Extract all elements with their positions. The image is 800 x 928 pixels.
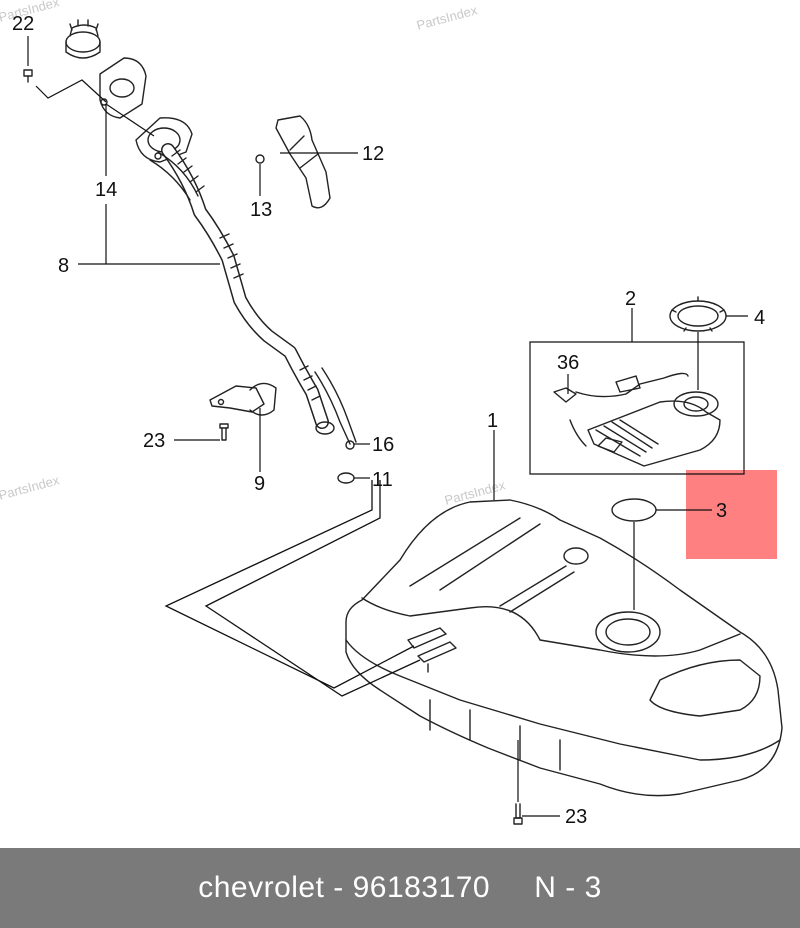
brand-name: chevrolet: [198, 871, 325, 904]
bolt-22: [23, 69, 33, 83]
clip-16: [345, 440, 355, 450]
callout-12: 12: [362, 143, 384, 165]
callout-23: 23: [565, 806, 587, 828]
callout-16: 16: [372, 434, 394, 456]
gasket: [611, 498, 657, 522]
callout-36: 36: [557, 352, 579, 374]
hose-bracket-9: [209, 382, 277, 416]
filler-hose: [161, 143, 329, 429]
filler-flange: [99, 57, 147, 119]
callout-3: 3: [716, 500, 727, 522]
watermark: PartsIndex: [443, 477, 507, 508]
highlight-box: [686, 470, 777, 559]
nut-13: [255, 154, 265, 164]
caption-separator: -: [324, 871, 353, 904]
lock-ring: [669, 296, 727, 332]
breather-hose: [149, 151, 357, 445]
callout-14: 14: [95, 179, 117, 201]
part-caption-bar: chevrolet - 96183170 N - 3: [0, 848, 800, 928]
callout-23: 23: [143, 430, 165, 452]
callout-2: 2: [625, 288, 636, 310]
callout-1: 1: [487, 410, 498, 432]
fuel-pump-module: [553, 372, 721, 467]
part-number: 96183170: [352, 871, 491, 904]
callout-13: 13: [250, 199, 272, 221]
hose-clamp: [315, 421, 335, 435]
position-label: N - 3: [534, 871, 602, 904]
bolt-23-upper: [219, 423, 229, 441]
filler-cap: [65, 19, 101, 59]
fuel-tank-parts-diagram: PartsIndex PartsIndex PartsIndex PartsIn…: [0, 0, 783, 828]
hose-clamp: [337, 472, 355, 484]
callout-9: 9: [254, 473, 265, 495]
callout-22: 22: [12, 13, 34, 35]
bolt-23-lower: [513, 803, 523, 825]
heat-shield-bracket: [275, 115, 331, 209]
callout-4: 4: [754, 307, 765, 329]
callout-8: 8: [58, 255, 69, 277]
watermark: PartsIndex: [415, 2, 479, 33]
fuel-tank: [345, 499, 783, 797]
callout-11: 11: [372, 469, 393, 491]
part-caption: chevrolet - 96183170 N - 3: [198, 871, 602, 905]
watermark: PartsIndex: [0, 472, 61, 503]
